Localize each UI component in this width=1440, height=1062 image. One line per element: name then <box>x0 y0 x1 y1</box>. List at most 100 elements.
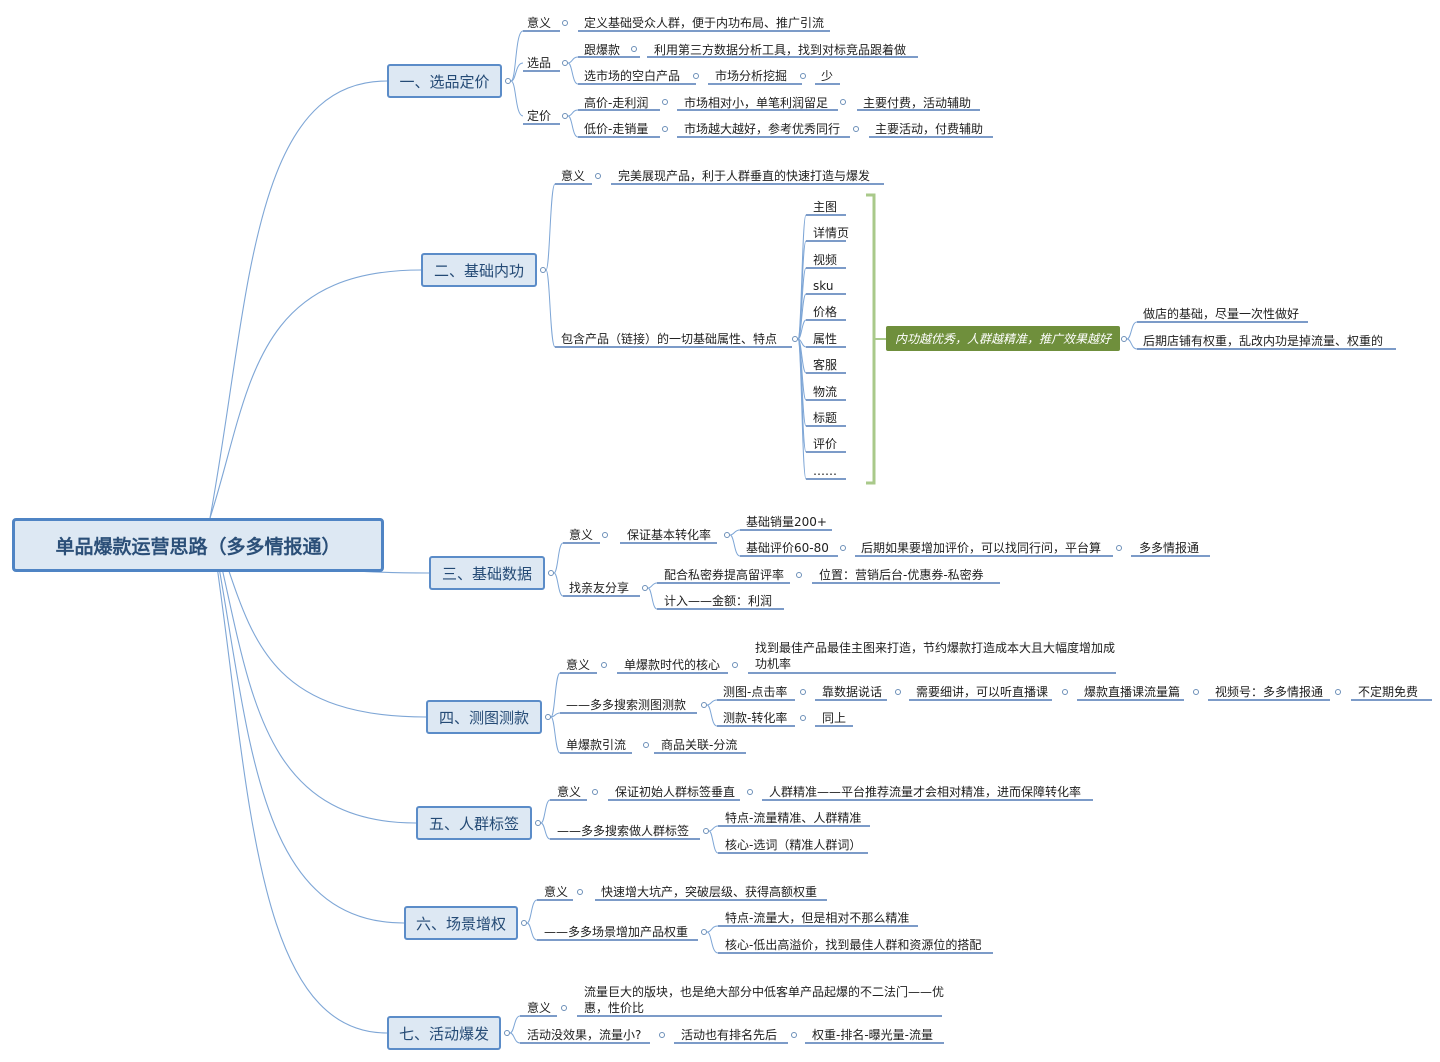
b4-ctr-text5[interactable]: 不定期免费 <box>1358 685 1419 699</box>
b7-meaning-text[interactable]: 流量巨大的版块，也是绝大部分中低客单产品起爆的不二法门——优惠，性价比 <box>584 985 945 1015</box>
b1-dingjia[interactable]: 定价 <box>527 109 552 123</box>
b6-meaning-text[interactable]: 快速增大坑产，突破层级、获得高额权重 <box>601 885 818 899</box>
collapse-toggle-icon[interactable] <box>796 572 802 578</box>
collapse-toggle-icon[interactable] <box>521 920 527 926</box>
collapse-toggle-icon[interactable] <box>701 702 707 708</box>
collapse-toggle-icon[interactable] <box>800 715 806 721</box>
branch-6-changjing-zengquan[interactable]: 六、场景增权 <box>404 906 518 940</box>
collapse-toggle-icon[interactable] <box>505 78 511 84</box>
branch-4-cetu-cekuan[interactable]: 四、测图测款 <box>426 700 542 734</box>
b1-meaning-text[interactable]: 定义基础受众人群，便于内功布局、推广引流 <box>584 16 825 30</box>
collapse-toggle-icon[interactable] <box>724 532 730 538</box>
b3-coupon[interactable]: 配合私密券提高留评率 <box>664 568 785 582</box>
b6-feature[interactable]: 特点-流量大，但是相对不那么精准 <box>725 911 910 925</box>
b2-item-pingjia[interactable]: 评价 <box>813 437 838 451</box>
b3-jiru[interactable]: 计入——金额：利润 <box>664 594 773 608</box>
collapse-toggle-icon[interactable] <box>601 662 607 668</box>
b2-note-2[interactable]: 后期店铺有权重，乱改内功是掉流量、权重的 <box>1143 334 1384 348</box>
branch-2-jichu-neigong[interactable]: 二、基础内功 <box>421 253 537 287</box>
b2-item-zhutu[interactable]: 主图 <box>813 200 838 214</box>
b3-sales[interactable]: 基础销量200+ <box>746 515 827 529</box>
collapse-toggle-icon[interactable] <box>1193 689 1199 695</box>
b1-kongbai-text[interactable]: 市场分析挖掘 <box>715 69 788 83</box>
b4-cvr[interactable]: 测款-转化率 <box>723 711 788 725</box>
b2-item-xiangqingye[interactable]: 详情页 <box>813 226 850 240</box>
collapse-toggle-icon[interactable] <box>540 267 546 273</box>
collapse-toggle-icon[interactable] <box>1062 689 1068 695</box>
b4-ctr[interactable]: 测图-点击率 <box>723 685 788 699</box>
b2-item-wuliu[interactable]: 物流 <box>813 385 838 399</box>
b1-kongbai-text2[interactable]: 少 <box>821 69 834 83</box>
b2-item-jiage[interactable]: 价格 <box>813 305 838 319</box>
b4-ctr-text2[interactable]: 需要细讲，可以听直播课 <box>916 685 1049 699</box>
b1-gaojia[interactable]: 高价-走利润 <box>584 96 649 110</box>
b6-scene[interactable]: ——多多场景增加产品权重 <box>544 925 689 939</box>
b3-reviews-text[interactable]: 后期如果要增加评价，可以找同行问，平台算 <box>861 541 1102 555</box>
b5-meaning[interactable]: 意义 <box>557 785 582 799</box>
b5-feature[interactable]: 特点-流量精准、人群精准 <box>725 811 862 825</box>
b2-note-1[interactable]: 做店的基础，尽量一次性做好 <box>1143 307 1300 321</box>
collapse-toggle-icon[interactable] <box>747 789 753 795</box>
b2-include[interactable]: 包含产品（链接）的一切基础属性、特点 <box>561 332 778 346</box>
collapse-toggle-icon[interactable] <box>792 336 798 342</box>
branch-5-renqun-biaoqian[interactable]: 五、人群标签 <box>416 806 532 840</box>
collapse-toggle-icon[interactable] <box>595 173 601 179</box>
b2-item-sku[interactable]: sku <box>813 279 834 293</box>
b3-reviews-text2[interactable]: 多多情报通 <box>1139 541 1200 555</box>
b5-search[interactable]: ——多多搜索做人群标签 <box>557 824 690 838</box>
b3-meaning[interactable]: 意义 <box>569 528 594 542</box>
b7-noeffect[interactable]: 活动没效果，流量小? <box>527 1028 642 1042</box>
b4-ctr-text4[interactable]: 视频号：多多情报通 <box>1215 685 1324 699</box>
collapse-toggle-icon[interactable] <box>545 714 551 720</box>
b4-search[interactable]: ——多多搜索测图测款 <box>566 698 687 712</box>
b6-core[interactable]: 核心-低出高溢价，找到最佳人群和资源位的搭配 <box>725 938 982 952</box>
branch-7-huodong-baofa[interactable]: 七、活动爆发 <box>387 1016 501 1050</box>
collapse-toggle-icon[interactable] <box>703 828 709 834</box>
b1-dijia-text2[interactable]: 主要活动，付费辅助 <box>875 122 984 136</box>
collapse-toggle-icon[interactable] <box>548 570 554 576</box>
collapse-toggle-icon[interactable] <box>562 60 568 66</box>
collapse-toggle-icon[interactable] <box>701 929 707 935</box>
collapse-toggle-icon[interactable] <box>1335 689 1341 695</box>
b4-ctr-text3[interactable]: 爆款直播课流量篇 <box>1084 685 1181 699</box>
b1-gaojia-text[interactable]: 市场相对小，单笔利润留足 <box>684 96 829 110</box>
collapse-toggle-icon[interactable] <box>662 99 668 105</box>
collapse-toggle-icon[interactable] <box>1116 545 1122 551</box>
collapse-toggle-icon[interactable] <box>732 662 738 668</box>
b1-gaojia-text2[interactable]: 主要付费，活动辅助 <box>863 96 972 110</box>
b2-item-ellipsis[interactable]: …… <box>813 464 837 478</box>
collapse-toggle-icon[interactable] <box>592 789 598 795</box>
b5-meaning-text2[interactable]: 人群精准——平台推荐流量才会相对精准，进而保障转化率 <box>769 785 1082 799</box>
b1-xuanpin[interactable]: 选品 <box>527 56 552 70</box>
b3-reviews[interactable]: 基础评价60-80 <box>746 541 829 555</box>
collapse-toggle-icon[interactable] <box>895 689 901 695</box>
b4-meaning-text[interactable]: 单爆款时代的核心 <box>624 658 721 672</box>
branch-1-xuanpin-dingjia[interactable]: 一、选品定价 <box>387 64 502 98</box>
b2-item-biaoti[interactable]: 标题 <box>813 411 838 425</box>
b3-meaning-text[interactable]: 保证基本转化率 <box>627 528 712 542</box>
b1-genbaokuan-text[interactable]: 利用第三方数据分析工具，找到对标竞品跟着做 <box>654 43 907 57</box>
b4-meaning-text2[interactable]: 找到最佳产品最佳主图来打造，节约爆款打造成本大且大幅度增加成功机率 <box>755 641 1116 671</box>
collapse-toggle-icon[interactable] <box>602 532 608 538</box>
branch-3-jichu-shuju[interactable]: 三、基础数据 <box>429 556 545 590</box>
b7-rank-text[interactable]: 权重-排名-曝光量-流量 <box>812 1028 933 1042</box>
collapse-toggle-icon[interactable] <box>840 545 846 551</box>
collapse-toggle-icon[interactable] <box>853 126 859 132</box>
collapse-toggle-icon[interactable] <box>577 889 583 895</box>
b2-item-kefu[interactable]: 客服 <box>813 358 838 372</box>
collapse-toggle-icon[interactable] <box>631 46 637 52</box>
b5-meaning-text[interactable]: 保证初始人群标签垂直 <box>615 785 736 799</box>
b4-ctr-text[interactable]: 靠数据说话 <box>822 685 883 699</box>
b1-dijia[interactable]: 低价-走销量 <box>584 122 649 136</box>
b1-kongbai[interactable]: 选市场的空白产品 <box>584 69 681 83</box>
b2-item-shuxing[interactable]: 属性 <box>813 332 838 346</box>
b2-item-shipin[interactable]: 视频 <box>813 253 838 267</box>
collapse-toggle-icon[interactable] <box>535 820 541 826</box>
collapse-toggle-icon[interactable] <box>800 73 806 79</box>
collapse-toggle-icon[interactable] <box>561 1005 567 1011</box>
b4-yinliu-text[interactable]: 商品关联-分流 <box>661 738 738 752</box>
collapse-toggle-icon[interactable] <box>562 20 568 26</box>
b1-dijia-text[interactable]: 市场越大越好，参考优秀同行 <box>684 122 841 136</box>
collapse-toggle-icon[interactable] <box>504 1030 510 1036</box>
collapse-toggle-icon[interactable] <box>693 73 699 79</box>
